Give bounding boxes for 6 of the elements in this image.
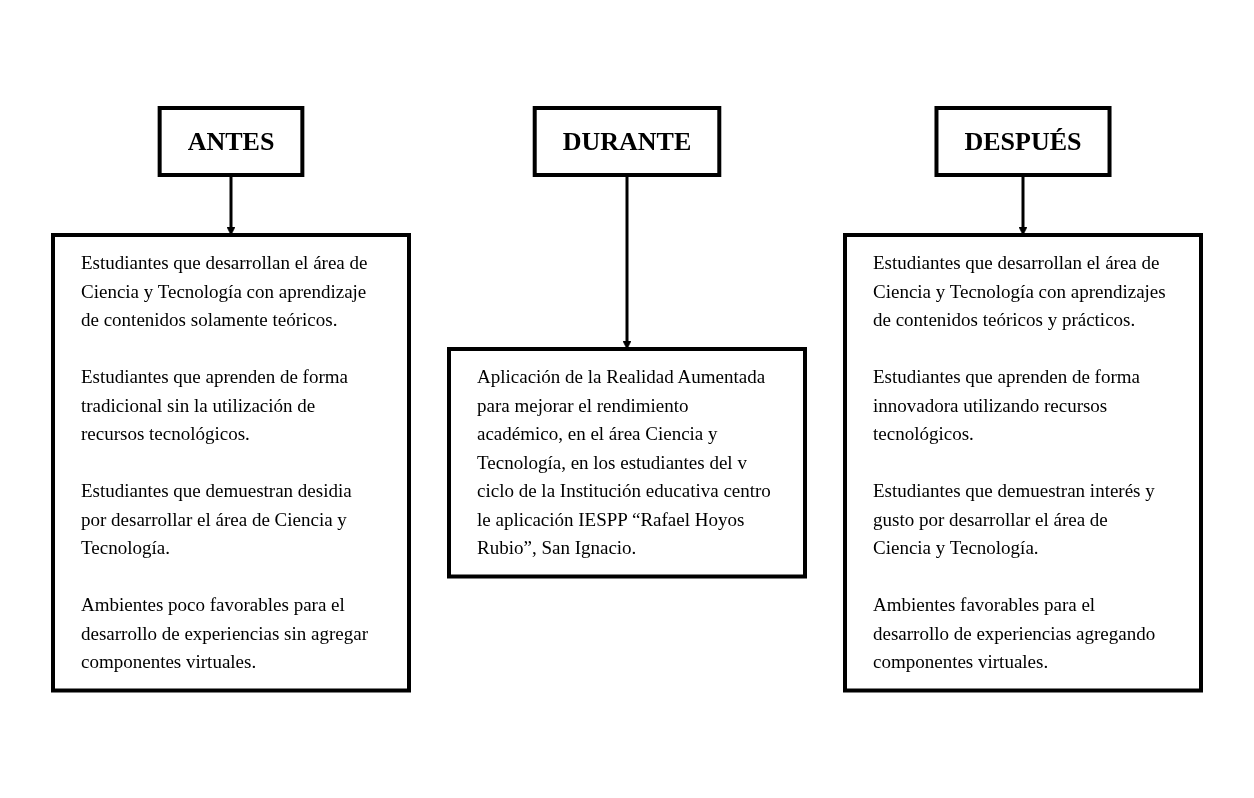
node-box: Estudiantes que desarrollan el área de Ciencia y Tecnología con aprendizajes de contenidos teóricos y prácticos. Estudiantes que aprenden de forma innovadora utilizando recursos tecnológicos. Estudiantes que demuestran interés y gusto por desarrollar el área de Ciencia y Tecnología. Ambientes favorables para el desarrollo de experiencias agregando componentes virtuales.: [843, 232, 1203, 693]
node-box: Aplicación de la Realidad Aumentada para mejorar el rendimiento académico, en el área Ciencia y Tecnología, en los estudiantes del v ciclo de la Institución educativa centro le aplicación IESPP “Rafael Hoyos Rubio”, San Ignacio.: [447, 346, 807, 579]
node-box: DURANTE: [532, 105, 722, 177]
node-box: Estudiantes que desarrollan el área de Ciencia y Tecnología con aprendizaje de contenidos solamente teóricos. Estudiantes que aprenden de forma tradicional sin la utilización de recursos tecnológicos. Estudiantes que demuestran desidia por desarrollar el área de Ciencia y Tecnología. Ambientes poco favorables para el desarrollo de experiencias sin agregar componentes virtuales.: [51, 232, 411, 693]
node-box: DESPUÉS: [934, 105, 1112, 177]
node-box: ANTES: [157, 105, 305, 177]
